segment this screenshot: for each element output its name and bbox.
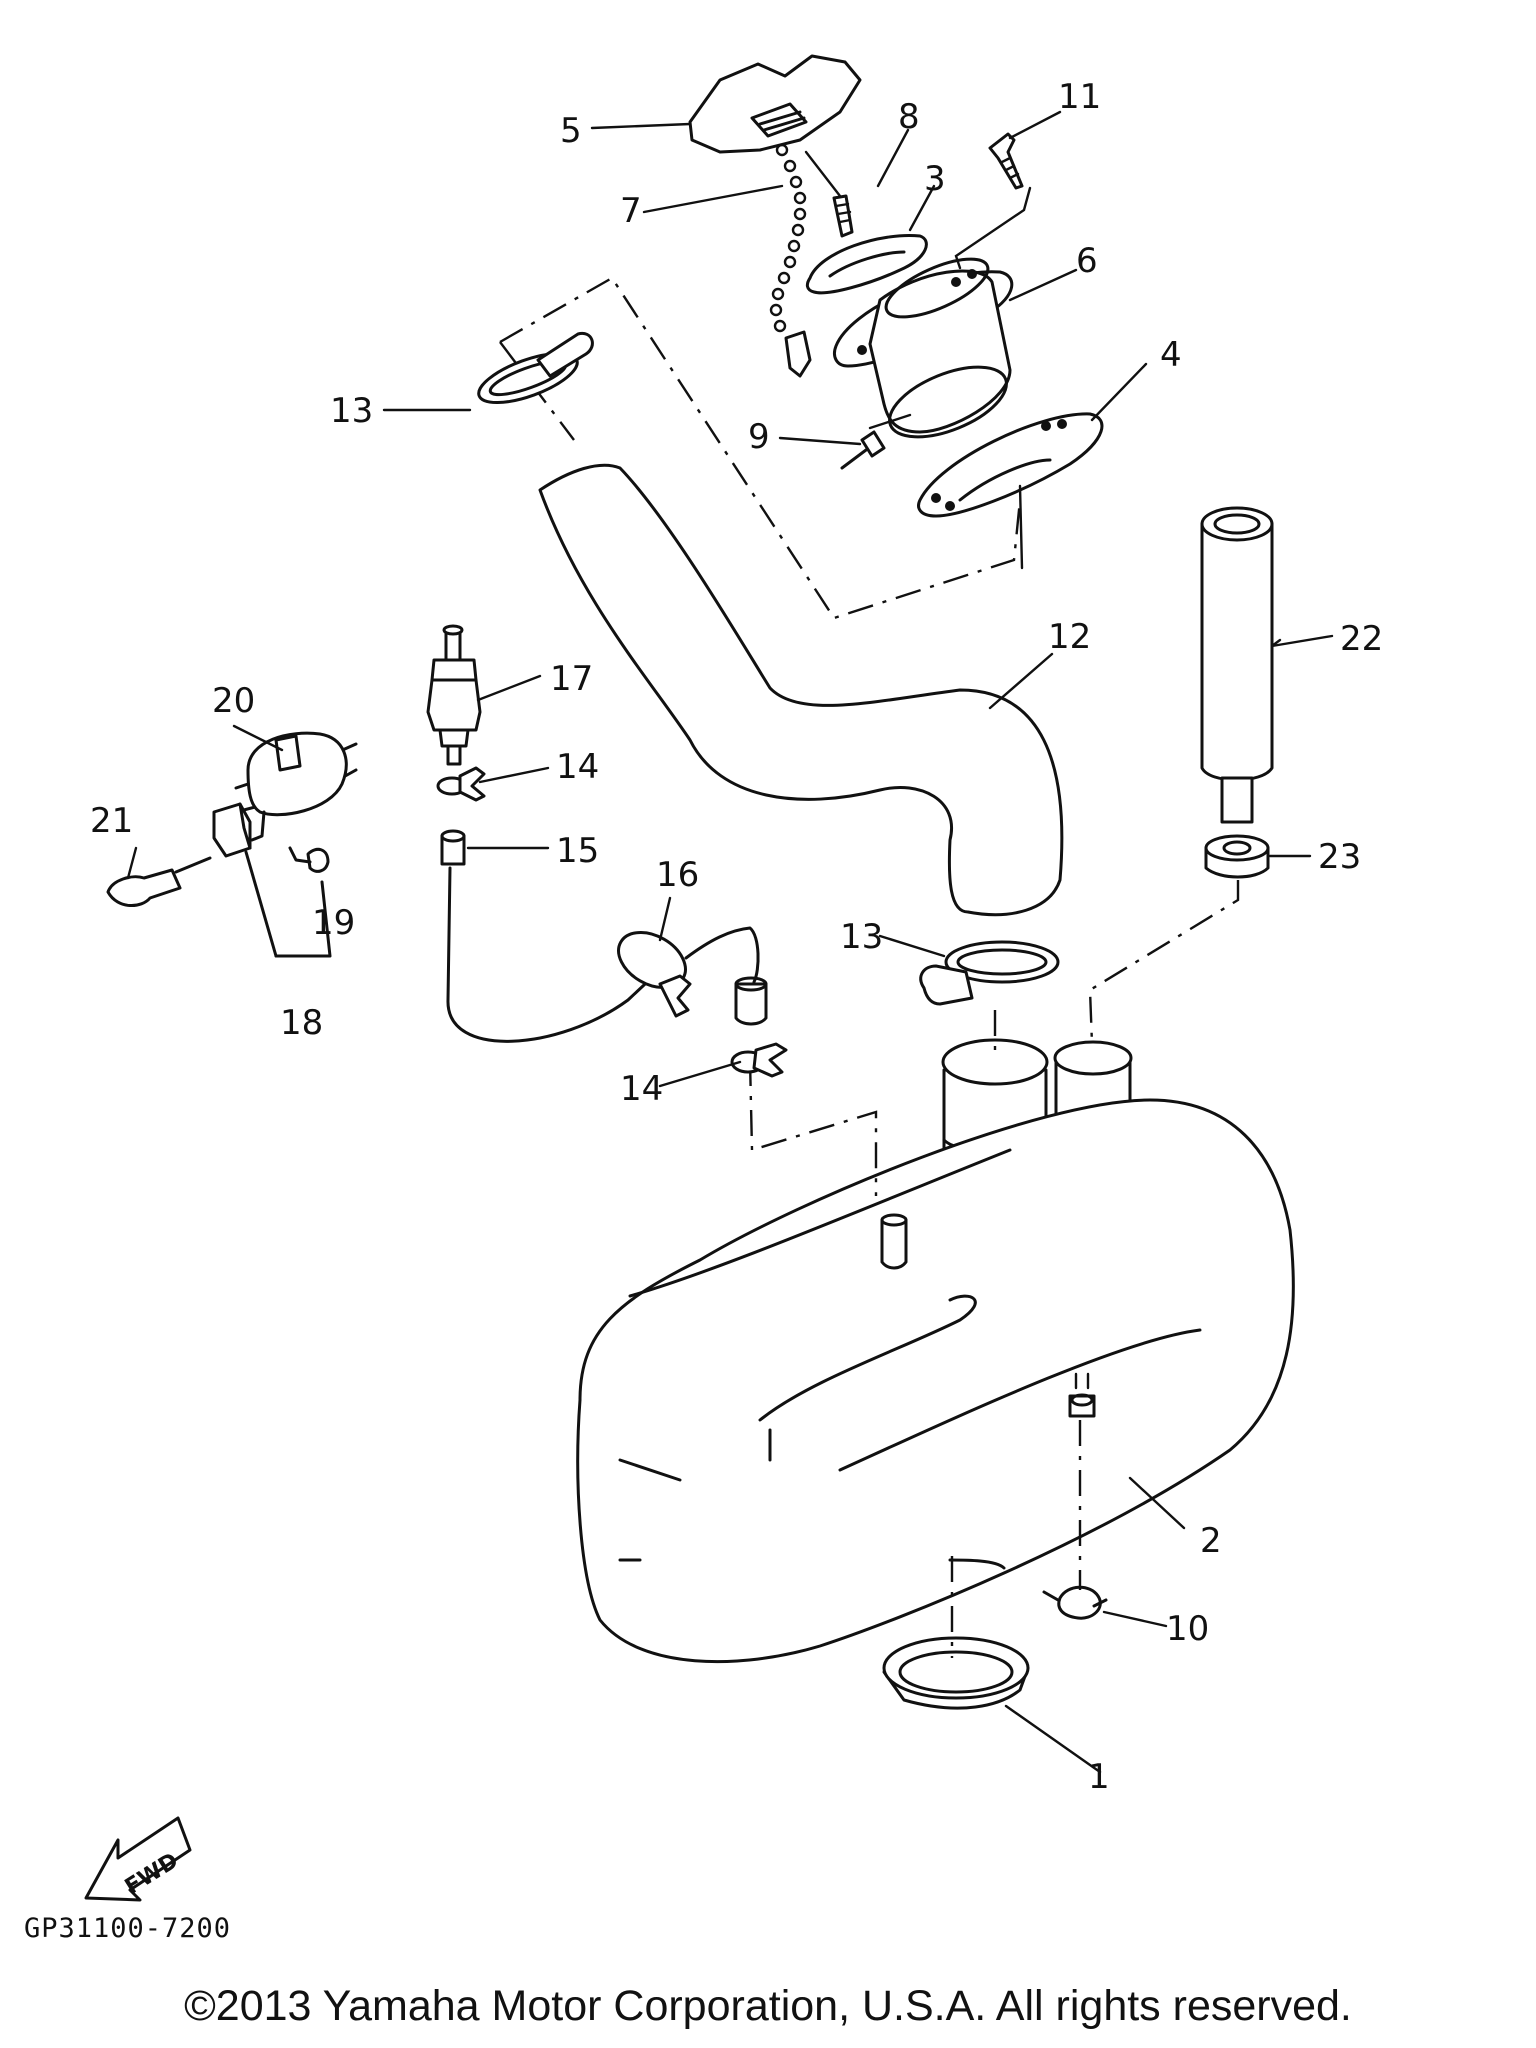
callout-label: 13 <box>840 917 883 957</box>
bracket-clamp-part <box>212 802 252 858</box>
callout-label: 14 <box>620 1069 663 1109</box>
tank-nipple-part <box>880 1213 908 1270</box>
callout-label: 18 <box>280 1003 323 1043</box>
rivet-part <box>106 856 212 907</box>
callout-labels: 1 2 3 4 5 6 7 8 9 10 11 12 13 13 14 14 1… <box>90 77 1383 1797</box>
grommet-part <box>882 1636 1030 1710</box>
callout-label: 7 <box>620 191 642 231</box>
hose-clip-part <box>730 1042 788 1078</box>
callout-label: 13 <box>330 391 373 431</box>
hose-clamp-part <box>477 331 594 405</box>
callout-label: 8 <box>898 97 920 137</box>
callout-label: 9 <box>748 417 770 457</box>
callout-label: 11 <box>1058 77 1101 117</box>
fwd-arrow-icon: FWD <box>84 1816 192 1902</box>
callout-label: 14 <box>556 747 599 787</box>
neck-gasket-part <box>917 412 1104 518</box>
vent-cap-part <box>1204 834 1270 879</box>
hose-clip-part <box>436 766 486 802</box>
cap-chain-part <box>769 143 812 378</box>
callout-label: 19 <box>312 903 355 943</box>
joint-part <box>440 829 466 866</box>
callout-label: 16 <box>656 855 699 895</box>
vent-pipe-part <box>1200 506 1274 824</box>
nylon-clip-part <box>306 847 330 873</box>
bracket-band-part <box>234 731 358 842</box>
copyright-notice: ©2013 Yamaha Motor Corporation, U.S.A. A… <box>184 1982 1352 2030</box>
callout-label: 15 <box>556 831 599 871</box>
fuel-tank-part <box>576 1098 1295 1664</box>
leader-lines <box>126 110 1334 1774</box>
filler-neck-part <box>833 257 1014 439</box>
callout-label: 17 <box>550 659 593 699</box>
callout-label: 22 <box>1340 619 1383 659</box>
filler-cap-part <box>688 54 862 154</box>
callout-label: 1 <box>1088 1757 1110 1797</box>
drawing-code: GP31100-7200 <box>24 1913 231 1944</box>
hose-fitting-part <box>734 976 768 1026</box>
bolt-part <box>840 430 886 470</box>
callout-label: 6 <box>1076 241 1098 281</box>
screw-part <box>804 150 854 238</box>
tapping-screw-part <box>954 132 1032 270</box>
hose-band-part <box>617 926 760 1018</box>
callout-label: 10 <box>1166 1609 1209 1649</box>
callout-label: 12 <box>1048 617 1091 657</box>
callout-label: 23 <box>1318 837 1361 877</box>
callout-label: 20 <box>212 681 255 721</box>
callout-label: 5 <box>560 111 582 151</box>
callout-label: 2 <box>1200 1521 1222 1561</box>
callout-label: 4 <box>1160 335 1182 375</box>
callout-label: 3 <box>924 159 946 199</box>
fuel-filter-part <box>426 624 482 766</box>
gasket-part <box>805 233 928 295</box>
filler-hose-part <box>538 463 1064 917</box>
callout-label: 21 <box>90 801 133 841</box>
tank-fitting-part <box>1068 1372 1096 1418</box>
clip-part <box>1042 1585 1108 1620</box>
hose-clamp-part <box>919 940 1060 1006</box>
